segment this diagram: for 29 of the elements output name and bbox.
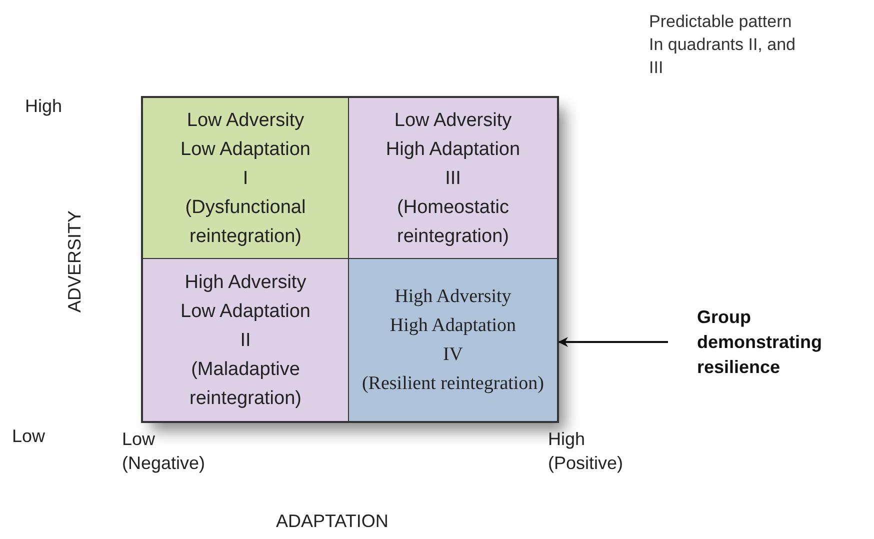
axis-title: ADVERSITY [64, 209, 86, 315]
axis-tick-label: Low (Negative) [122, 428, 206, 475]
quadrant-text: High Adaptation [386, 138, 520, 160]
quadrant-text: High Adversity [394, 286, 512, 307]
quadrant-box [349, 98, 557, 259]
quadrant-text: High Adaptation [390, 315, 516, 336]
quadrant-text: High Adversity [184, 272, 306, 292]
quadrant-box [143, 259, 349, 421]
quadrant-text: I [242, 168, 248, 188]
quadrant-box [143, 98, 349, 259]
quadrant-text: Low Adaptation [180, 138, 310, 160]
quadrant-text: (Maladaptive reintegration) [190, 358, 302, 408]
quadrant-text: (Resilient reintegration) [362, 373, 544, 394]
axis-tick-label: Low [12, 425, 46, 448]
arrow [558, 337, 668, 347]
callout-text: Group demonstrating resilience [697, 305, 867, 380]
quadrant-text: IV [442, 344, 464, 365]
quadrant-text: Low Adversity [394, 110, 512, 130]
quadrant-text: Low Adversity [186, 110, 304, 130]
axis-tick-label: High [25, 95, 62, 118]
axis-title: ADAPTATION [276, 510, 388, 533]
quadrant-text: Low Adaptation [180, 300, 310, 322]
quadrant-text: III [445, 168, 461, 188]
quadrant-box [349, 259, 557, 421]
note-text: Predictable pattern In quadrants II, and III [649, 11, 796, 79]
quadrant-text: (Dysfunctional reintegration) [185, 196, 306, 246]
quadrant-text: (Homeostatic reintegration) [397, 196, 509, 246]
quadrant-text: II [240, 330, 251, 350]
axis-tick-label: High (Positive) [548, 428, 624, 475]
